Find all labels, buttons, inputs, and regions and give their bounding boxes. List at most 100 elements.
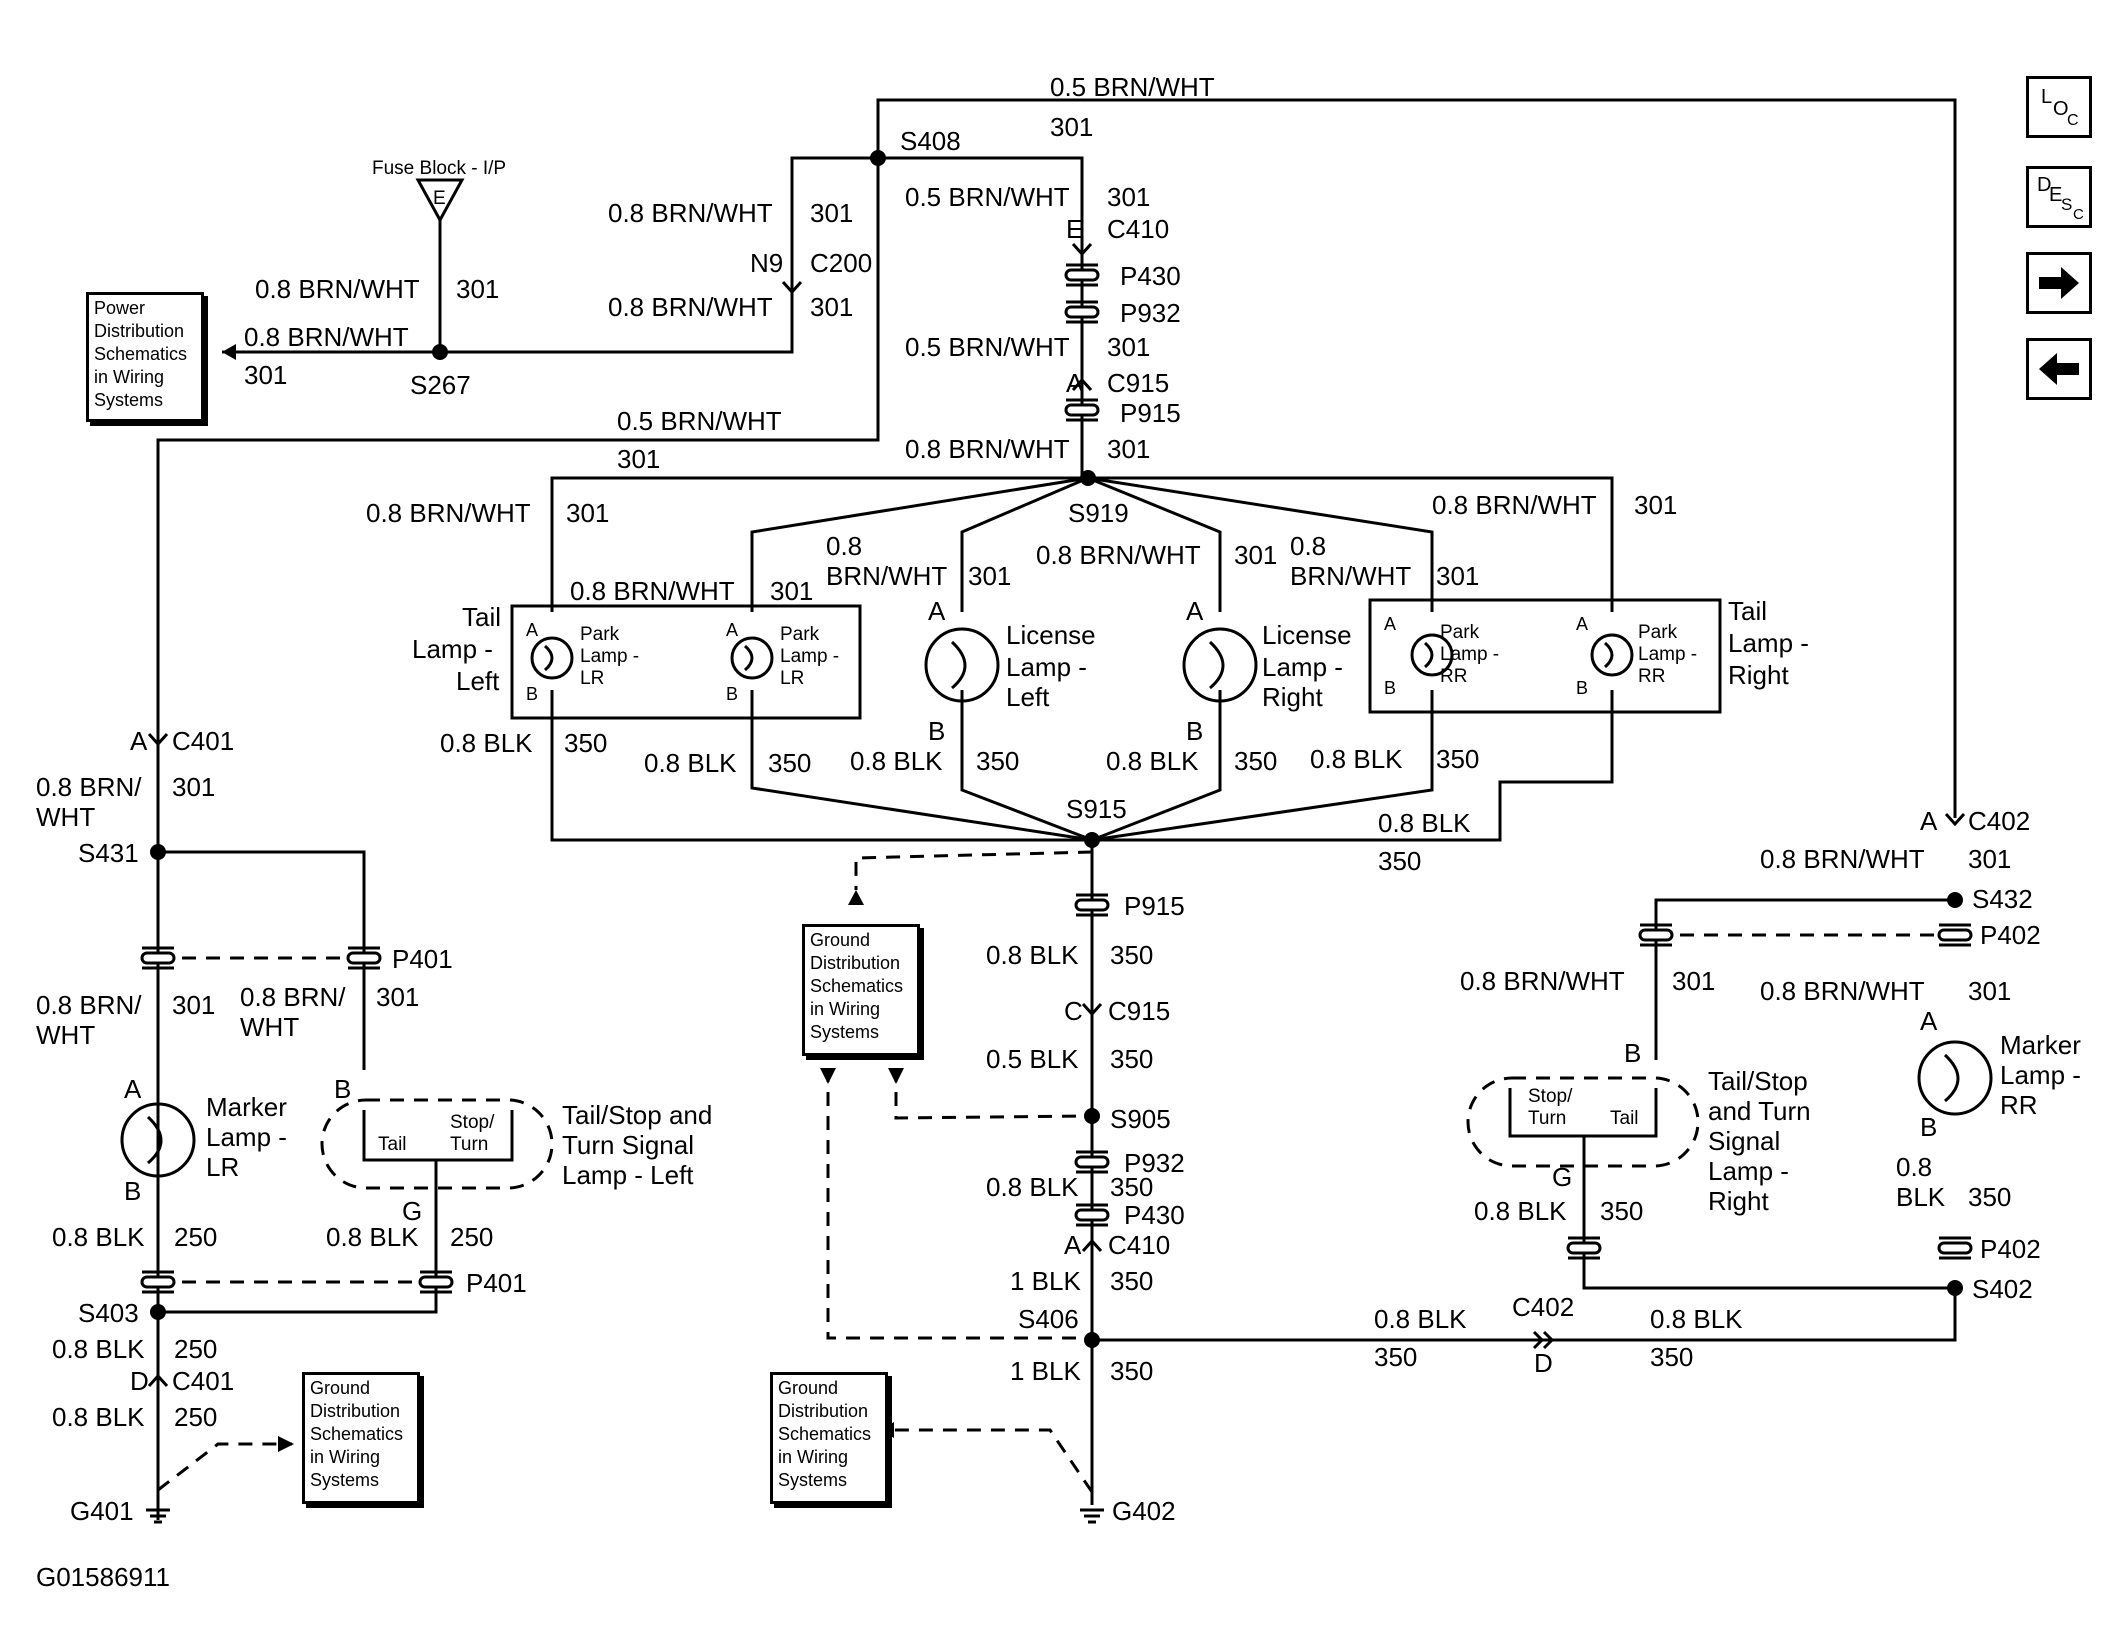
svg-text:B: B bbox=[526, 684, 538, 704]
svg-text:B: B bbox=[928, 716, 945, 746]
svg-text:Marker: Marker bbox=[206, 1092, 287, 1122]
svg-text:Park: Park bbox=[1638, 622, 1678, 643]
svg-text:301: 301 bbox=[1634, 490, 1677, 520]
svg-text:0.5 BRN/WHT: 0.5 BRN/WHT bbox=[617, 406, 782, 436]
s915-star bbox=[550, 690, 1614, 842]
svg-text:301: 301 bbox=[1107, 182, 1150, 212]
svg-text:RR: RR bbox=[2000, 1090, 2038, 1120]
wire-s408-left bbox=[156, 158, 880, 1520]
svg-text:Lamp -: Lamp - bbox=[1006, 652, 1087, 682]
power-distribution-ref-box[interactable]: Power Distribution Schematics in Wiring … bbox=[86, 292, 204, 422]
license-lamp-left-icon bbox=[924, 627, 1000, 703]
svg-text:BRN/WHT: BRN/WHT bbox=[826, 561, 947, 591]
svg-text:A: A bbox=[1920, 806, 1938, 836]
tail-lamp-left-box bbox=[510, 604, 862, 720]
svg-text:RR: RR bbox=[1638, 666, 1665, 687]
svg-text:S406: S406 bbox=[1018, 1304, 1079, 1334]
connector-p402 bbox=[1937, 923, 1973, 947]
ground-distribution-ref-box-g401[interactable]: Ground Distribution Schematics in Wiring… bbox=[302, 1372, 420, 1504]
svg-text:301: 301 bbox=[456, 274, 499, 304]
svg-text:301: 301 bbox=[1672, 966, 1715, 996]
wire-s406-s402 bbox=[1092, 1288, 1957, 1342]
svg-text:0.5 BRN/WHT: 0.5 BRN/WHT bbox=[905, 182, 1070, 212]
svg-text:S267: S267 bbox=[410, 370, 471, 400]
svg-text:301: 301 bbox=[1968, 844, 2011, 874]
svg-text:P932: P932 bbox=[1124, 1148, 1185, 1178]
svg-text:350: 350 bbox=[1110, 1266, 1153, 1296]
svg-text:P430: P430 bbox=[1124, 1200, 1185, 1230]
svg-text:S431: S431 bbox=[78, 838, 139, 868]
svg-text:0.8 BRN/WHT: 0.8 BRN/WHT bbox=[608, 292, 773, 322]
svg-text:0.8 BRN/: 0.8 BRN/ bbox=[36, 990, 142, 1020]
svg-text:0.8 BRN/WHT: 0.8 BRN/WHT bbox=[1432, 490, 1597, 520]
ground-distribution-ref-box-center[interactable]: Ground Distribution Schematics in Wiring… bbox=[802, 924, 920, 1056]
svg-text:A: A bbox=[1064, 1230, 1082, 1260]
svg-text:0.8 BRN/WHT: 0.8 BRN/WHT bbox=[570, 576, 735, 606]
svg-text:S403: S403 bbox=[78, 1298, 139, 1328]
svg-text:350: 350 bbox=[1968, 1182, 2011, 1212]
svg-text:Right: Right bbox=[1728, 660, 1789, 690]
svg-text:0.8 BLK: 0.8 BLK bbox=[986, 1172, 1079, 1202]
desc-button[interactable]: D E S C bbox=[2026, 166, 2092, 228]
prev-button[interactable] bbox=[2026, 338, 2092, 400]
tail-lamp-right-box bbox=[1368, 598, 1722, 714]
svg-text:Fuse Block - I/P: Fuse Block - I/P bbox=[372, 158, 506, 179]
svg-text:Lamp -: Lamp - bbox=[412, 634, 493, 664]
fuse-icon bbox=[415, 178, 465, 224]
connector-p402-lower bbox=[1937, 1236, 1973, 1260]
loc-button[interactable]: L O C bbox=[2026, 76, 2092, 138]
svg-text:D: D bbox=[1534, 1348, 1553, 1378]
svg-text:Park: Park bbox=[780, 624, 820, 645]
svg-text:A: A bbox=[130, 726, 148, 756]
wire-labels: 0.5 BRN/WHT 301 S408 Fuse Block - I/P E 0… bbox=[36, 72, 2081, 1592]
svg-text:301: 301 bbox=[1107, 434, 1150, 464]
svg-text:Tail: Tail bbox=[1610, 1108, 1639, 1129]
svg-text:0.8 BRN/WHT: 0.8 BRN/WHT bbox=[1460, 966, 1625, 996]
svg-text:P402: P402 bbox=[1980, 920, 2041, 950]
svg-text:Lamp -: Lamp - bbox=[1728, 628, 1809, 658]
wire-top-bus bbox=[876, 98, 1957, 818]
next-button[interactable] bbox=[2026, 252, 2092, 314]
svg-text:Stop/: Stop/ bbox=[1528, 1086, 1573, 1107]
park-lamp-lr-2-icon bbox=[730, 636, 774, 680]
svg-text:0.8 BLK: 0.8 BLK bbox=[1474, 1196, 1567, 1226]
svg-text:0.8 BLK: 0.8 BLK bbox=[52, 1222, 145, 1252]
wire-s408-feed bbox=[878, 156, 1084, 478]
svg-text:A: A bbox=[526, 620, 538, 640]
park-lamp-rr-2-icon bbox=[1590, 633, 1634, 677]
svg-text:350: 350 bbox=[1110, 1172, 1153, 1202]
svg-text:C402: C402 bbox=[1968, 806, 2030, 836]
svg-text:P401: P401 bbox=[466, 1268, 527, 1298]
arrow-right-icon bbox=[2039, 267, 2079, 299]
svg-text:Lamp -: Lamp - bbox=[1262, 652, 1343, 682]
marker-lamp-lr-icon bbox=[120, 1102, 196, 1178]
svg-text:Lamp - Left: Lamp - Left bbox=[562, 1160, 694, 1190]
svg-text:Park: Park bbox=[580, 624, 620, 645]
svg-text:0.8 BLK: 0.8 BLK bbox=[1374, 1304, 1467, 1334]
svg-text:G: G bbox=[1552, 1162, 1572, 1192]
svg-text:A: A bbox=[1066, 368, 1084, 398]
svg-text:A: A bbox=[928, 596, 946, 626]
svg-text:0.8: 0.8 bbox=[1896, 1152, 1932, 1182]
svg-text:350: 350 bbox=[564, 728, 607, 758]
wire-s431-p401 bbox=[158, 850, 366, 1070]
svg-text:P932: P932 bbox=[1120, 298, 1181, 328]
svg-text:E: E bbox=[1066, 214, 1083, 244]
svg-text:G: G bbox=[402, 1196, 422, 1226]
svg-text:0.8: 0.8 bbox=[1290, 531, 1326, 561]
svg-text:301: 301 bbox=[770, 576, 813, 606]
svg-text:350: 350 bbox=[1650, 1342, 1693, 1372]
svg-text:350: 350 bbox=[1234, 746, 1277, 776]
svg-text:D: D bbox=[130, 1366, 149, 1396]
svg-text:350: 350 bbox=[976, 746, 1019, 776]
ground-distribution-ref-box-g402[interactable]: Ground Distribution Schematics in Wiring… bbox=[770, 1372, 888, 1504]
svg-text:0.8 BRN/WHT: 0.8 BRN/WHT bbox=[1760, 976, 1925, 1006]
svg-text:B: B bbox=[124, 1176, 141, 1206]
svg-text:C: C bbox=[1064, 996, 1083, 1026]
svg-text:P915: P915 bbox=[1120, 398, 1181, 428]
svg-text:G402: G402 bbox=[1112, 1496, 1176, 1526]
svg-text:S408: S408 bbox=[900, 126, 961, 156]
svg-text:0.8 BLK: 0.8 BLK bbox=[440, 728, 533, 758]
